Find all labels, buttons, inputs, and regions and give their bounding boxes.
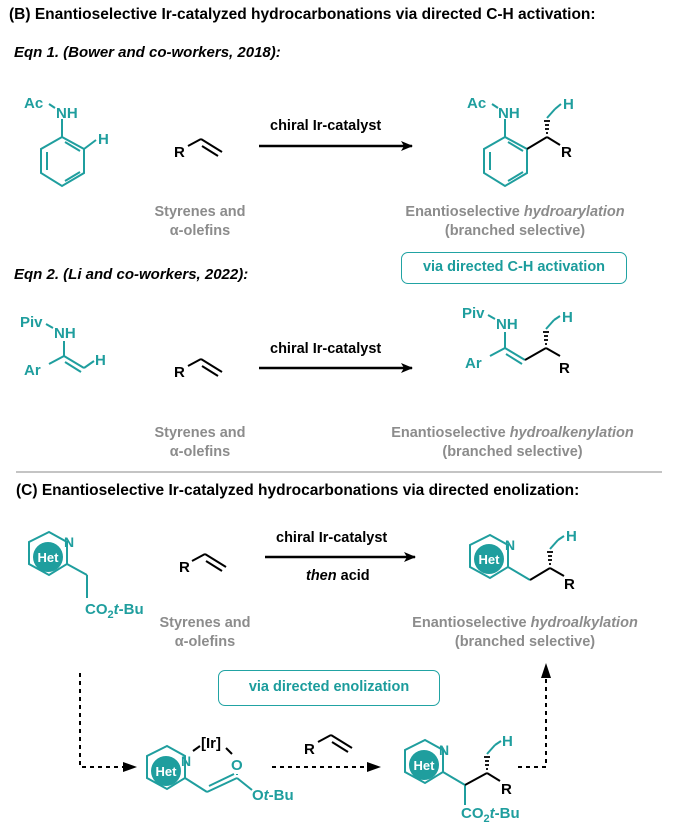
svg-text:R: R: [564, 576, 575, 593]
svg-text:Het: Het: [156, 764, 178, 779]
svg-text:H: H: [502, 733, 513, 750]
eqn2-product: Piv NH Ar H R: [462, 305, 573, 377]
eqn2-substrate: Piv NH Ar H: [20, 314, 106, 379]
sectionc-olefin: R: [179, 553, 227, 576]
svg-text:CO2t-Bu: CO2t-Bu: [461, 805, 520, 825]
svg-text:Het: Het: [479, 552, 501, 567]
eqn1-olefin-caption: Styrenes and α-olefins: [154, 204, 246, 239]
hashed-wedge: [484, 756, 490, 770]
het-circle: [33, 542, 63, 572]
svg-text:NH: NH: [496, 316, 518, 333]
svg-text:R: R: [174, 144, 185, 161]
svg-text:R: R: [304, 741, 315, 758]
eqn1-olefin: R: [174, 138, 223, 161]
svg-text:H: H: [563, 96, 574, 113]
het-circle: [151, 756, 181, 786]
eqn2-product-caption: Enantioselective hydroalkenylation (bran…: [391, 425, 634, 460]
hashed-wedge: [547, 551, 553, 565]
section-b-title: (B) Enantioselective Ir-catalyzed hydroc…: [9, 6, 596, 23]
svg-text:Piv: Piv: [462, 305, 485, 322]
eqn2-olefin-caption: Styrenes and α-olefins: [154, 425, 246, 460]
sectionc-condition: then acid: [306, 568, 370, 584]
svg-text:R: R: [559, 360, 570, 377]
svg-text:Ac: Ac: [24, 95, 43, 112]
eqn1-product: Ac NH H R: [467, 95, 574, 188]
svg-text:[Ir]: [Ir]: [201, 735, 221, 752]
svg-text:R: R: [561, 144, 572, 161]
arrowhead: [541, 663, 551, 678]
section-divider: [16, 471, 662, 473]
sectionc-product-caption: Enantioselective hydroalkylation (branch…: [412, 615, 638, 650]
ir-enolate-intermediate: Het N [Ir] O Ot-Bu: [146, 735, 294, 804]
tag-enolization: via directed enolization: [218, 670, 440, 706]
sectionc-product: Het N H R: [469, 528, 577, 593]
hashed-wedge: [544, 120, 550, 134]
svg-text:NH: NH: [498, 105, 520, 122]
eqn1-substrate: Ac NH H: [24, 95, 109, 188]
svg-text:Het: Het: [38, 550, 60, 565]
svg-text:CO2t-Bu: CO2t-Bu: [85, 601, 144, 621]
sectionc-catalyst: chiral Ir-catalyst: [276, 530, 388, 546]
svg-text:NH: NH: [54, 325, 76, 342]
svg-text:H: H: [562, 309, 573, 326]
het-circle: [474, 544, 504, 574]
svg-text:H: H: [566, 528, 577, 545]
eqn2-label: Eqn 2. (Li and co-workers, 2022):: [14, 266, 249, 283]
mechanism-arrows: [79, 663, 551, 772]
svg-text:Het: Het: [414, 758, 436, 773]
section-c-title: (C) Enantioselective Ir-catalyzed hydroc…: [16, 482, 580, 499]
svg-text:R: R: [174, 364, 185, 381]
arrowhead: [123, 762, 137, 772]
svg-text:Ar: Ar: [24, 362, 41, 379]
svg-text:N: N: [505, 537, 515, 553]
svg-text:H: H: [95, 352, 106, 369]
tag-ch-activation: via directed C-H activation: [401, 252, 627, 284]
svg-text:H: H: [98, 131, 109, 148]
svg-text:NH: NH: [56, 105, 78, 122]
mechanism-olefin: R: [304, 734, 353, 758]
svg-text:Piv: Piv: [20, 314, 43, 331]
svg-text:N: N: [439, 742, 449, 758]
mechanism-product: Het N H R CO2t-Bu: [404, 733, 520, 825]
eqn1-product-caption: Enantioselective hydroarylation (branche…: [405, 204, 625, 239]
svg-text:Ot-Bu: Ot-Bu: [252, 787, 294, 804]
svg-text:Ac: Ac: [467, 95, 486, 112]
hashed-wedge: [543, 331, 549, 345]
svg-text:O: O: [231, 757, 243, 774]
eqn2-catalyst: chiral Ir-catalyst: [270, 341, 382, 357]
svg-text:R: R: [501, 781, 512, 798]
het-circle: [409, 750, 439, 780]
svg-text:Ar: Ar: [465, 355, 482, 372]
svg-text:N: N: [64, 534, 74, 550]
svg-text:N: N: [181, 753, 191, 769]
eqn1-catalyst: chiral Ir-catalyst: [270, 118, 382, 134]
svg-text:R: R: [179, 559, 190, 576]
arrowhead: [367, 762, 381, 772]
eqn1-label: Eqn 1. (Bower and co-workers, 2018):: [14, 44, 281, 61]
sectionc-substrate: Het N CO2t-Bu: [28, 530, 144, 621]
sectionc-olefin-caption: Styrenes and α-olefins: [159, 615, 251, 650]
eqn2-olefin: R: [174, 358, 223, 381]
